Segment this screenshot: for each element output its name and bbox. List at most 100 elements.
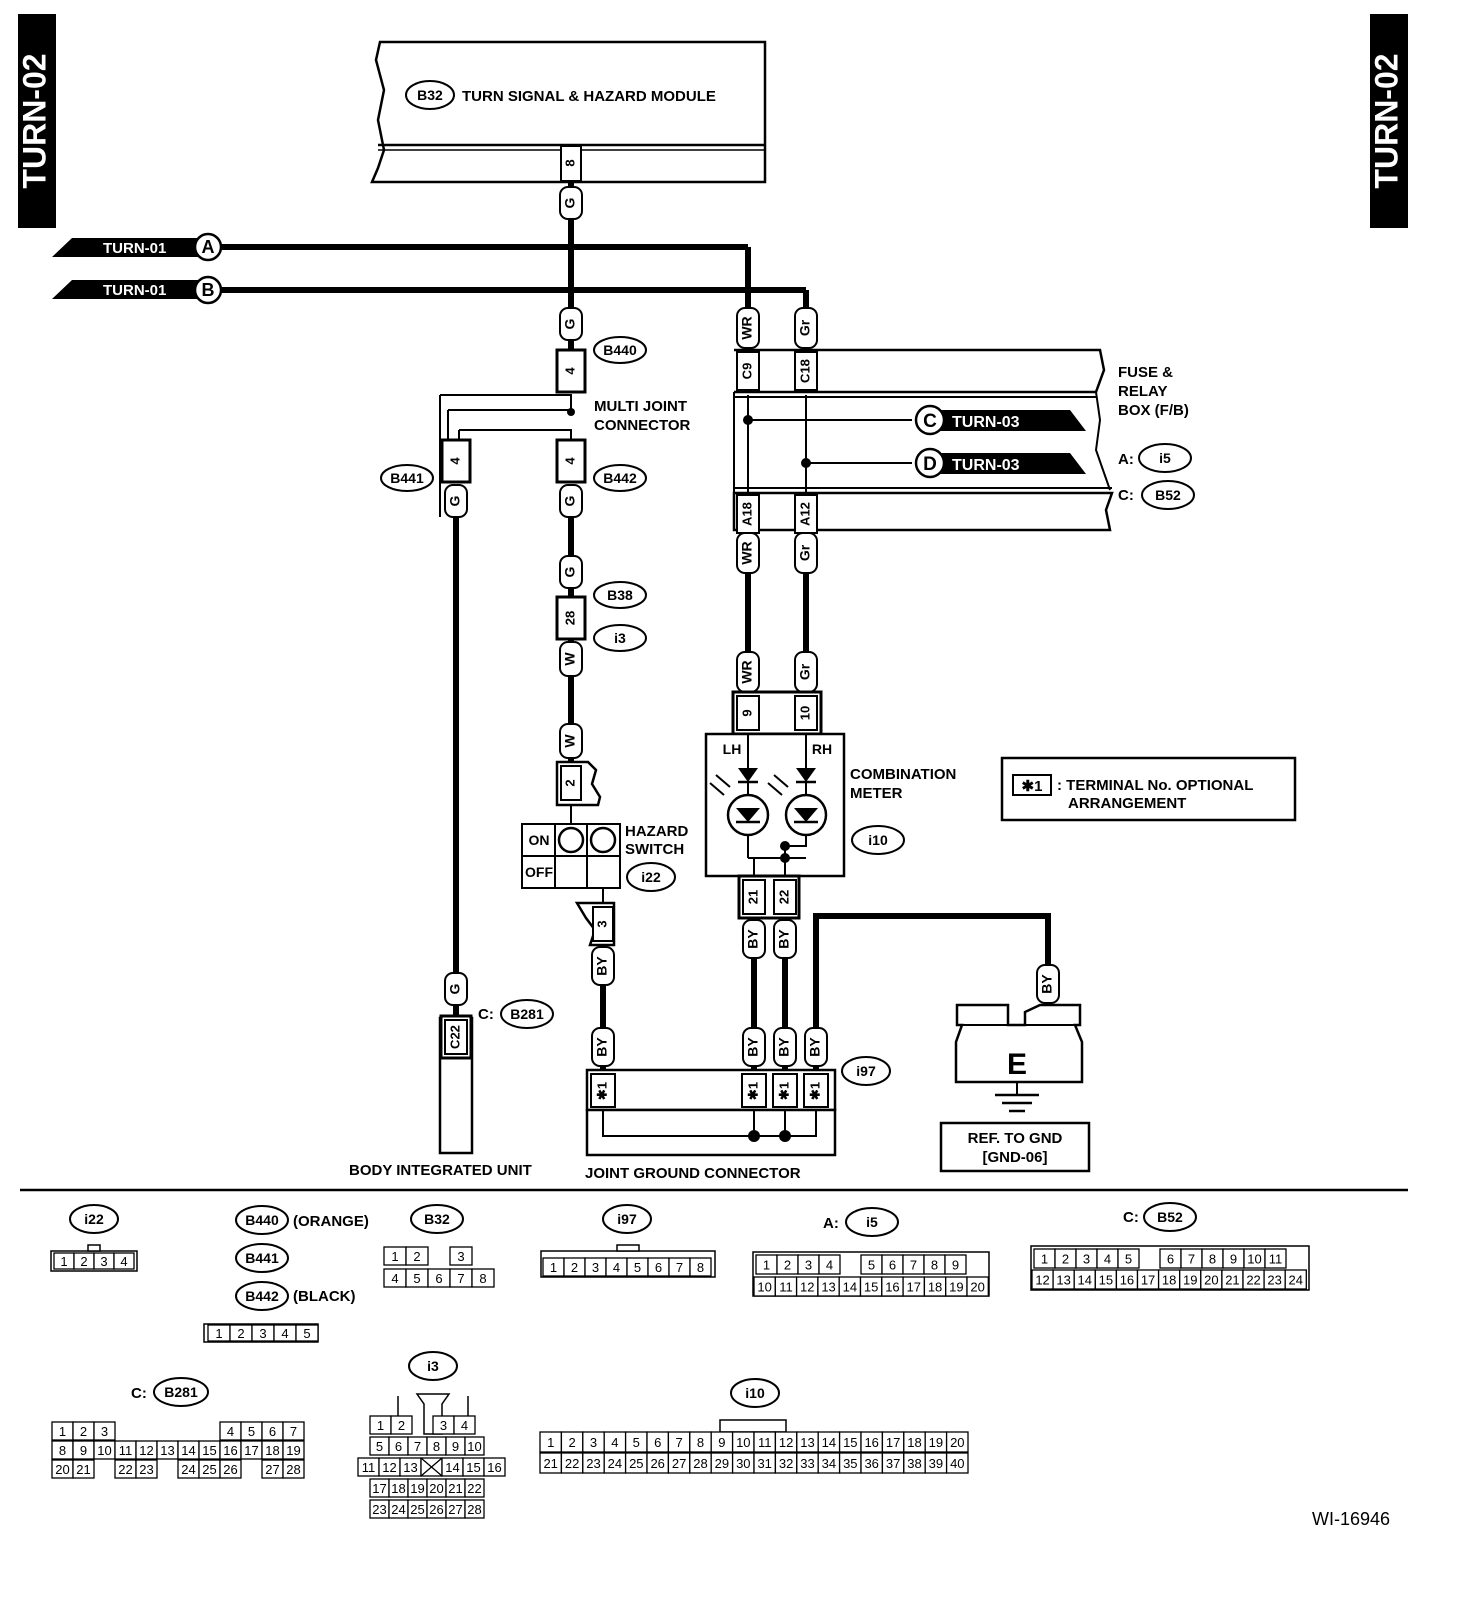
svg-text:i10: i10 xyxy=(745,1385,765,1401)
pin-cell xyxy=(945,1431,969,1453)
svg-text:A: A xyxy=(202,237,215,257)
pin-number: 23 xyxy=(1267,1273,1281,1288)
pin-number: 9 xyxy=(718,1435,725,1450)
pin-number: 10 xyxy=(736,1435,750,1450)
svg-text:C: C xyxy=(923,411,937,432)
svg-text:TURN-03: TURN-03 xyxy=(952,457,1020,474)
pin-number: 24 xyxy=(391,1502,405,1517)
pin-number: 13 xyxy=(403,1460,417,1475)
svg-text:i22: i22 xyxy=(84,1211,104,1227)
pin-number: 4 xyxy=(461,1418,468,1433)
svg-text:BY: BY xyxy=(807,1037,823,1057)
pin-number: 22 xyxy=(565,1456,579,1471)
svg-text:G: G xyxy=(447,495,463,506)
svg-text:4: 4 xyxy=(562,367,577,375)
pin-number: 8 xyxy=(931,1258,938,1273)
svg-text:C18: C18 xyxy=(797,359,812,383)
pin-number: 6 xyxy=(395,1439,402,1454)
pin-cell xyxy=(72,1459,95,1479)
pin-number: 1 xyxy=(391,1249,398,1264)
pin-number: 15 xyxy=(202,1443,216,1458)
pin-number: 30 xyxy=(736,1456,750,1471)
wire-tag-g4: G xyxy=(559,484,583,518)
pin-number: 4 xyxy=(1104,1252,1111,1267)
pin-number: 4 xyxy=(391,1271,398,1286)
pin-number: 9 xyxy=(952,1258,959,1273)
pin-number: 12 xyxy=(1035,1273,1049,1288)
svg-text:i22: i22 xyxy=(641,869,661,885)
pin-number: 12 xyxy=(800,1280,814,1295)
joint-ground-connector: ✱1 ✱1 ✱1 ✱1 i97 JOINT GROUND CONNECTOR xyxy=(585,1056,891,1182)
svg-text:BY: BY xyxy=(594,1037,610,1057)
svg-text:B: B xyxy=(202,280,215,300)
svg-text:i5: i5 xyxy=(866,1214,878,1230)
wire-tags: G G WR Gr G G G W W WR Gr WR Gr BY BY BY… xyxy=(444,186,1060,1067)
pin-number: 20 xyxy=(1204,1273,1218,1288)
pin-number: 4 xyxy=(120,1254,127,1269)
pin-number: 18 xyxy=(928,1280,942,1295)
pin-number: 17 xyxy=(372,1481,386,1496)
svg-text:C:: C: xyxy=(131,1385,147,1402)
pin-number: 10 xyxy=(97,1443,111,1458)
svg-text:C:: C: xyxy=(1123,1209,1139,1226)
pin-number: 15 xyxy=(843,1435,857,1450)
svg-text:i5: i5 xyxy=(1159,450,1171,466)
svg-text:✱1: ✱1 xyxy=(1022,778,1043,795)
pin-number: 21 xyxy=(543,1456,557,1471)
body-integrated-unit: C22 C: B281 BODY INTEGRATED UNIT xyxy=(349,999,554,1179)
pin-number: 3 xyxy=(805,1258,812,1273)
pin-number: 3 xyxy=(590,1435,597,1450)
pin-cell xyxy=(818,1254,841,1275)
svg-text:Gr: Gr xyxy=(797,544,813,561)
svg-text:B32: B32 xyxy=(424,1211,450,1227)
svg-text:21: 21 xyxy=(745,890,760,904)
pin-number: 1 xyxy=(59,1424,66,1439)
pin-number: 23 xyxy=(586,1456,600,1471)
pin-number: 25 xyxy=(202,1462,216,1477)
svg-text:BY: BY xyxy=(776,929,792,949)
pin-number: 28 xyxy=(693,1456,707,1471)
pin-label: 8 xyxy=(562,159,577,166)
wire-tag-gr3: Gr xyxy=(794,651,818,693)
svg-text:W: W xyxy=(562,734,578,748)
pin-number: 10 xyxy=(1247,1252,1261,1267)
pin-number: 14 xyxy=(181,1443,195,1458)
svg-text:G: G xyxy=(562,197,578,208)
pin-number: 13 xyxy=(821,1280,835,1295)
pin-cell xyxy=(944,1254,967,1275)
pin-number: 11 xyxy=(1269,1252,1283,1267)
svg-text:✱1: ✱1 xyxy=(807,1082,822,1100)
pin-number: 2 xyxy=(568,1435,575,1450)
svg-text:LH: LH xyxy=(723,741,742,757)
pin-number: 18 xyxy=(265,1443,279,1458)
pin-number: 1 xyxy=(60,1254,67,1269)
pin-number: 21 xyxy=(1225,1273,1239,1288)
svg-text:10: 10 xyxy=(797,706,812,720)
wire-tag-wr1: WR xyxy=(736,307,760,349)
pin-number: 36 xyxy=(864,1456,878,1471)
ref-turn01-b: TURN-01 B xyxy=(52,275,223,305)
wire-tag-gr2: Gr xyxy=(794,532,818,574)
pin-number: 28 xyxy=(467,1502,481,1517)
wire-tag-by4: BY xyxy=(1036,964,1060,1004)
pin-cell xyxy=(295,1324,319,1342)
combination-meter: 9 10 LH RH 21 22 COMBINATION METER xyxy=(704,690,956,920)
svg-text:A:: A: xyxy=(1118,451,1134,468)
pin-number: 20 xyxy=(55,1462,69,1477)
pin-number: 8 xyxy=(59,1443,66,1458)
svg-text:METER: METER xyxy=(850,785,903,802)
pin-cell xyxy=(483,1457,506,1477)
pin-number: 5 xyxy=(248,1424,255,1439)
pin-number: 20 xyxy=(970,1280,984,1295)
pin-number: 11 xyxy=(779,1280,793,1295)
pin-number: 6 xyxy=(435,1271,442,1286)
pin-number: 7 xyxy=(910,1258,917,1273)
svg-text:i3: i3 xyxy=(427,1358,439,1374)
svg-text:SWITCH: SWITCH xyxy=(625,841,684,858)
wire-tag-g1: G xyxy=(559,186,583,220)
